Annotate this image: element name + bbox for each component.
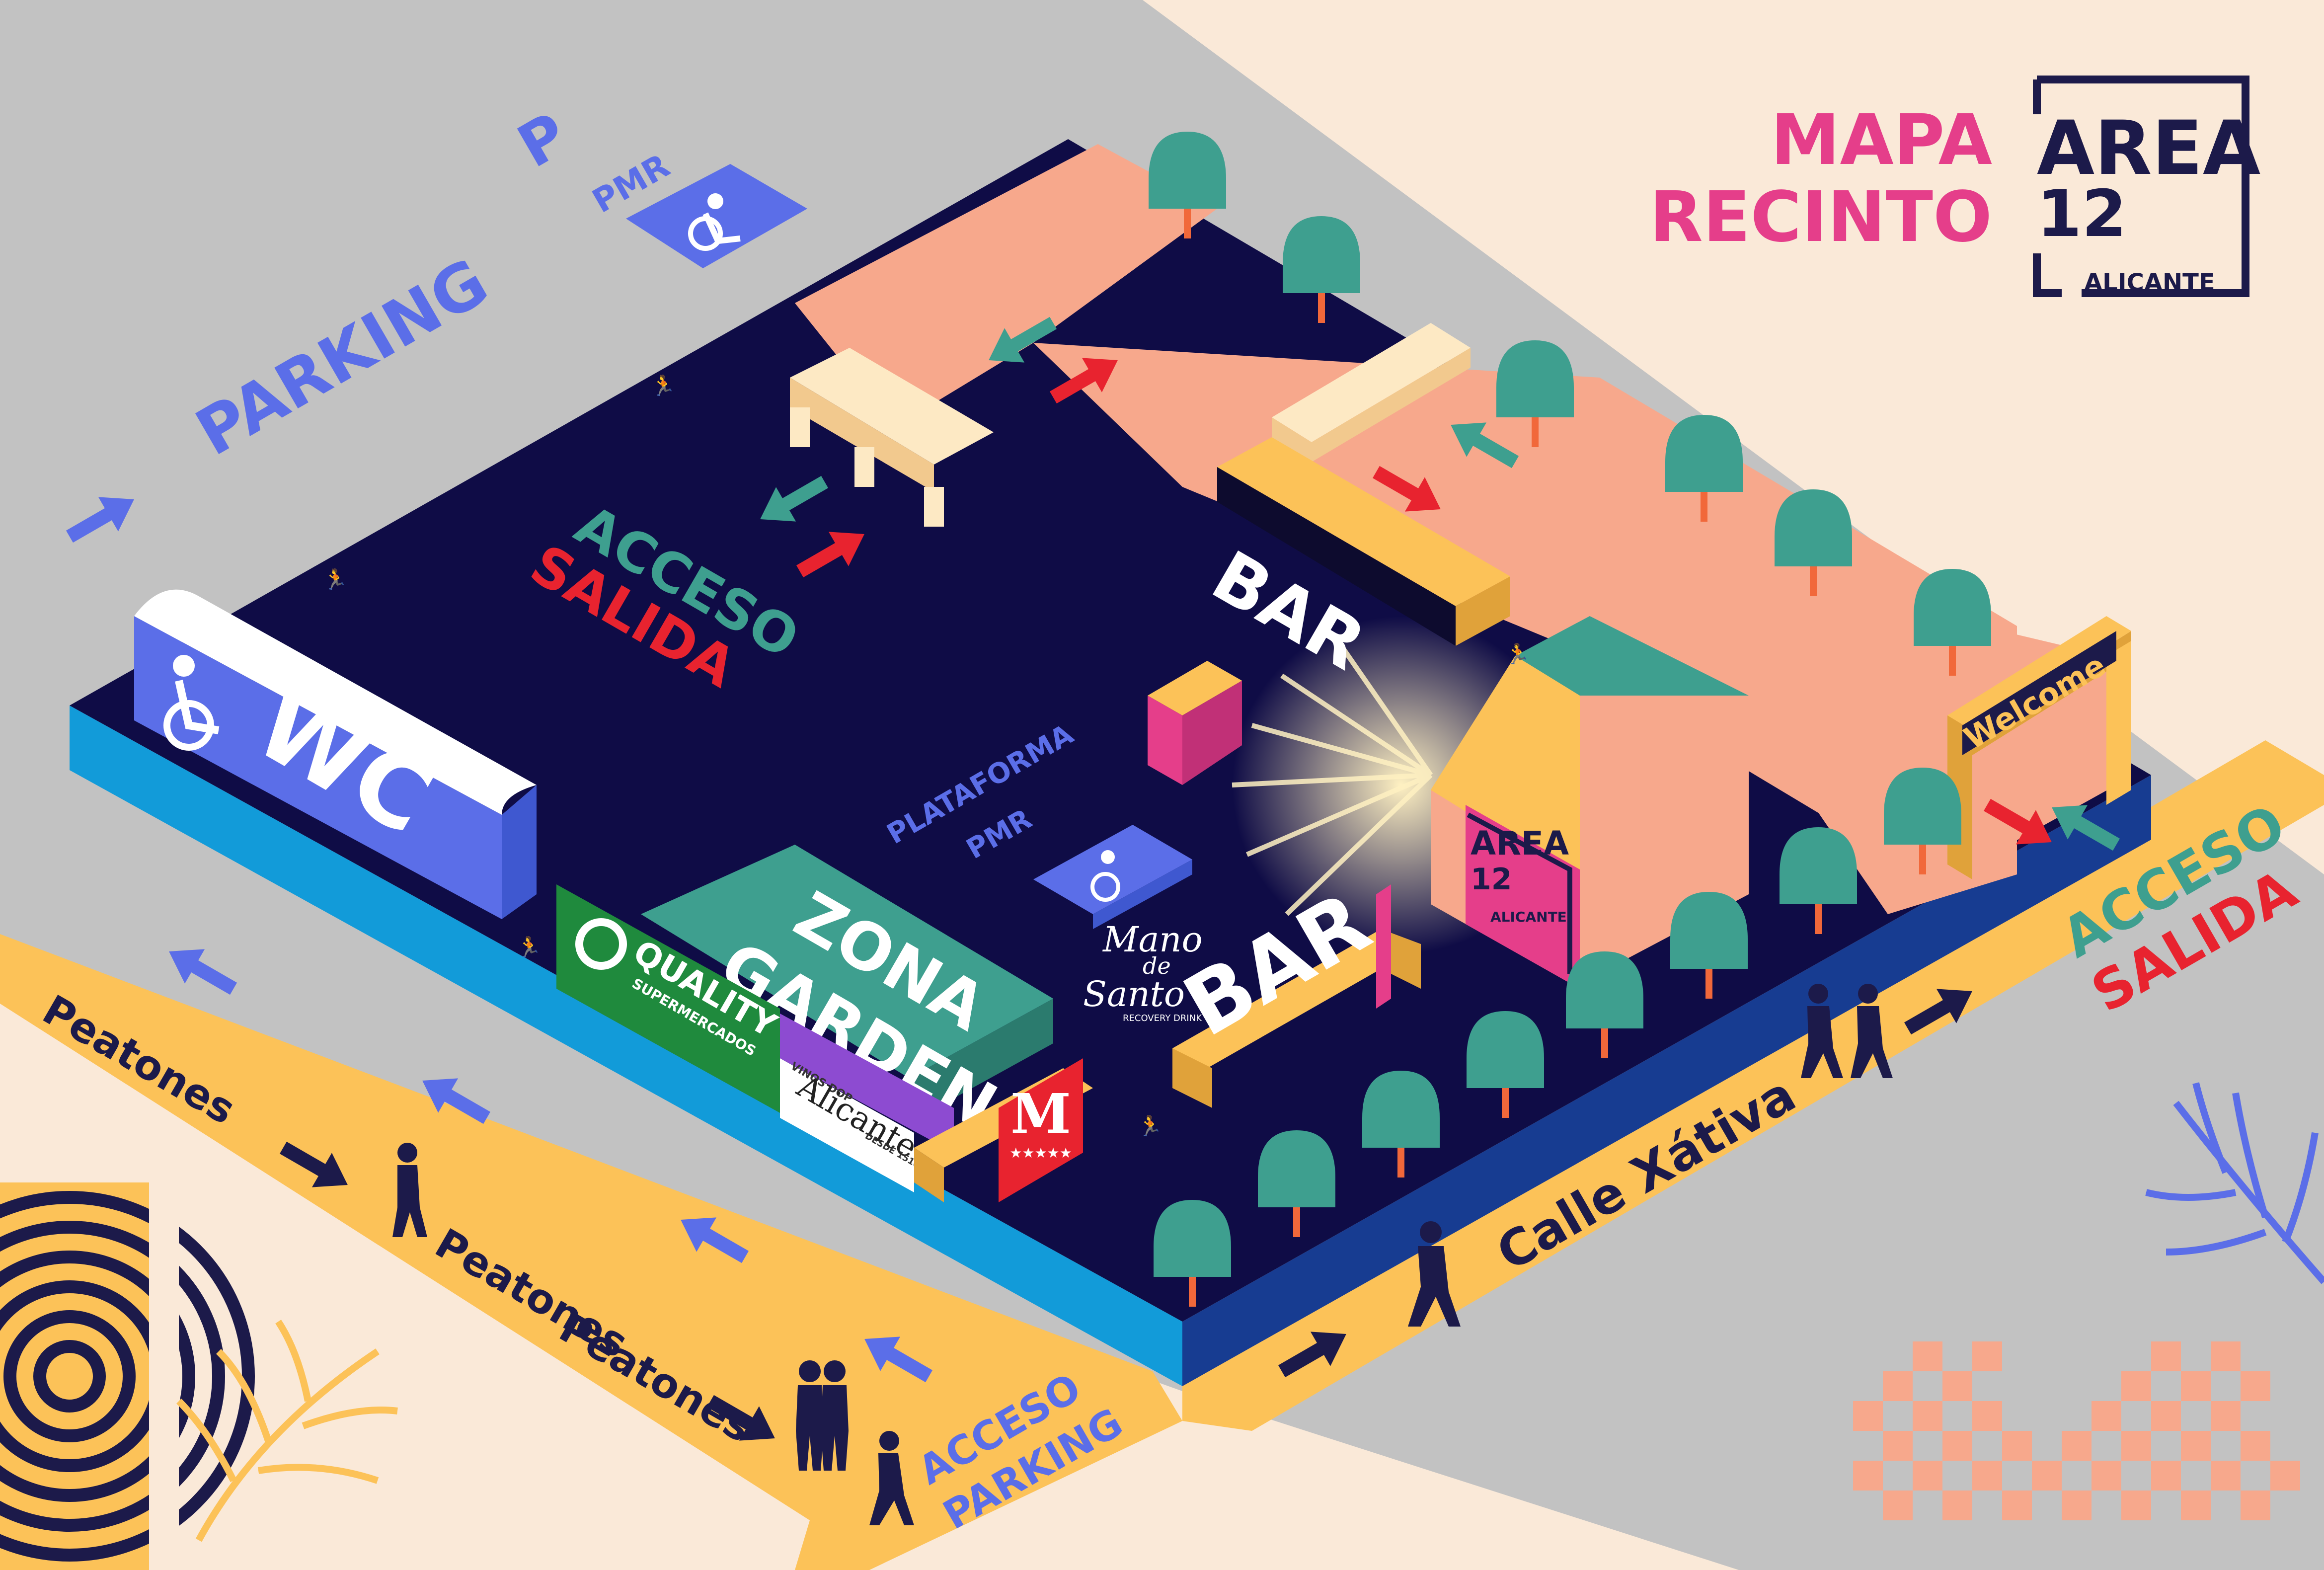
stage-building [1431, 616, 1749, 989]
sponsor-mahou: M ★★★★★ [914, 1058, 1093, 1202]
bench-top-right [1272, 323, 1471, 462]
svg-text:Santo: Santo [1083, 974, 1185, 1015]
pedestrian-figures [392, 984, 1893, 1525]
plaza-top [795, 144, 1217, 427]
stage-logo-line3: ALICANTE [1490, 909, 1567, 925]
bar-counter-top [1217, 437, 1510, 646]
sponsor-alicante [780, 1014, 954, 1192]
wc-block [134, 589, 537, 919]
mahou-letter: M [1010, 1082, 1071, 1146]
decor-leaf-blue [2145, 1082, 2324, 1284]
pedestrian-sidewalk-left [0, 934, 1182, 1570]
logo-line3: ALICANTE [2084, 269, 2215, 297]
svg-text:🏃: 🏃 [1138, 1114, 1162, 1138]
mahou-stars: ★★★★★ [1009, 1145, 1072, 1161]
bench-top-left [790, 348, 994, 527]
stage-logo-line2: 12 [1471, 862, 1512, 897]
area12-logo: AREA 12 ALICANTE [2033, 76, 2260, 297]
emergency-exit-signs: 🏃 🏃 🏃 🏃 🏃 [323, 374, 1530, 1138]
zona-garden-block [641, 845, 1053, 1123]
pmr-platform [1033, 825, 1192, 929]
svg-text:RECOVERY DRINK: RECOVERY DRINK [1123, 1013, 1202, 1023]
pedestrian-sidewalk-right [1182, 740, 2324, 1431]
svg-text:🏃: 🏃 [1505, 642, 1530, 666]
svg-text:🏃: 🏃 [517, 936, 542, 959]
logo-line1: AREA [2037, 105, 2260, 192]
map-title-line2: RECINTO [1649, 177, 1992, 258]
svg-text:🏃: 🏃 [651, 374, 676, 397]
stage-rays [1232, 644, 1433, 916]
sponsor-mano-de-santo: Mano de Santo RECOVERY DRINK [1083, 919, 1203, 1023]
svg-text:🏃: 🏃 [323, 568, 348, 591]
map-title-line1: MAPA [1771, 100, 1992, 181]
svg-text:Mano: Mano [1102, 919, 1203, 960]
decor-leaf-yellow [176, 1320, 398, 1542]
chair-block [1148, 661, 1242, 785]
svg-text:de: de [1143, 952, 1171, 979]
decor-concentric-circles [0, 1182, 255, 1570]
venue-wall-left [70, 706, 1182, 1386]
pmr-parking-sign [626, 164, 807, 268]
stage-logo-line1: AREA [1471, 824, 1569, 863]
decor-checker [1853, 1341, 2300, 1520]
sponsor-quality [556, 884, 780, 1113]
bar-counter-bottom [1172, 884, 1421, 1108]
logo-line2: 12 [2037, 176, 2127, 251]
